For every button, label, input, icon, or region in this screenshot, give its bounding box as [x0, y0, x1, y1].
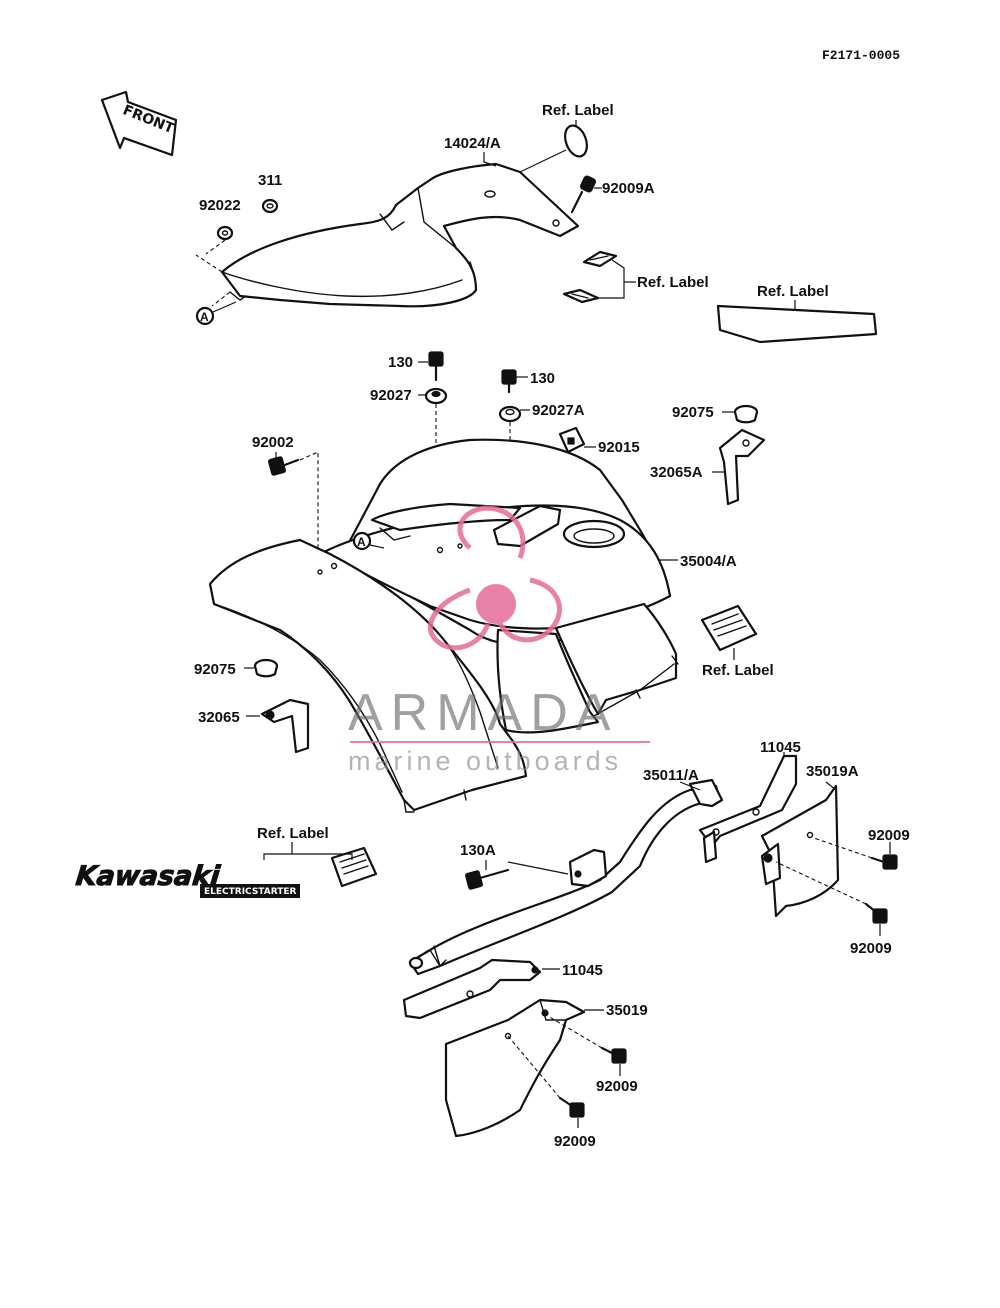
label-130-right: 130 — [530, 370, 555, 387]
label-130-left: 130 — [388, 354, 413, 371]
washer-92027-icon — [424, 387, 448, 405]
bracket-32065a-icon — [718, 428, 766, 506]
label-130a: 130A — [460, 842, 496, 859]
armada-watermark-logo: ARMADA marine outboards — [348, 505, 650, 776]
watermark-brand: ARMADA — [348, 684, 618, 742]
screw-92009a-icon — [570, 175, 597, 214]
label-35004a: 35004/A — [680, 553, 737, 570]
label-35011a: 35011/A — [643, 767, 699, 784]
label-35019: 35019 — [606, 1002, 648, 1019]
bolt-92009-right-lower-icon — [864, 902, 888, 924]
label-92002: 92002 — [252, 434, 294, 451]
label-ref-label-1: Ref. Label — [542, 102, 614, 119]
ref-label-card-right — [700, 604, 758, 652]
bolt-130-left-icon — [428, 351, 444, 382]
label-11045-lower: 11045 — [562, 962, 603, 979]
ref-label-long-strip — [716, 304, 878, 344]
bolt-92009-lower-upper-icon — [600, 1046, 627, 1064]
label-35019a: 35019A — [806, 763, 859, 780]
label-92075-left: 92075 — [194, 661, 236, 678]
label-92075-right: 92075 — [672, 404, 714, 421]
kawasaki-decal: Kawasaki ELECTRICSTARTER — [74, 846, 378, 898]
bar-center-bracket — [568, 848, 608, 888]
seat-cover-14024a — [195, 162, 580, 308]
kawasaki-decal-sub: ELECTRICSTARTER — [204, 887, 297, 897]
label-92009-right-lower: 92009 — [850, 940, 892, 957]
label-ref-label-3: Ref. Label — [757, 283, 829, 300]
svg-text:A: A — [357, 535, 366, 549]
label-ref-label-4: Ref. Label — [702, 662, 774, 679]
label-92022: 92022 — [199, 197, 241, 214]
bolt-92009-right-upper-icon — [870, 854, 898, 870]
label-92009-lower-upper: 92009 — [596, 1078, 638, 1095]
clip-92015-icon — [558, 426, 586, 454]
label-92027a: 92027A — [532, 402, 585, 419]
guard-35019a — [760, 784, 840, 918]
callout-a-top: A — [195, 306, 215, 326]
label-92027: 92027 — [370, 387, 412, 404]
nut-311-icon — [261, 198, 279, 214]
callout-a-fender: A — [352, 531, 372, 551]
front-arrow-icon: FRONT — [100, 90, 178, 157]
kawasaki-decal-text: Kawasaki — [74, 861, 222, 892]
watermark-tagline: marine outboards — [348, 746, 622, 776]
label-11045-upper: 11045 — [760, 739, 801, 756]
label-92015: 92015 — [598, 439, 640, 456]
drawing-code: F2171-0005 — [822, 48, 900, 63]
ref-label-oval — [564, 124, 588, 158]
washer-92022-icon — [216, 225, 234, 241]
bolt-130a-icon — [465, 868, 510, 890]
label-92009-lower-lower: 92009 — [554, 1133, 596, 1150]
bracket-32065-icon — [260, 698, 310, 754]
grommet-92075-right-icon — [733, 404, 759, 424]
label-14024a: 14024/A — [444, 135, 501, 152]
label-ref-label-2: Ref. Label — [637, 274, 709, 291]
washer-92027a-icon — [498, 405, 522, 423]
bolt-92002-icon — [268, 456, 300, 476]
label-311: 311 — [258, 172, 282, 189]
ref-label-strips — [562, 250, 618, 304]
grommet-92075-left-icon — [253, 658, 279, 678]
bracket-11045-upper — [698, 754, 798, 864]
propeller-icon — [428, 505, 562, 651]
label-ref-label-5: Ref. Label — [257, 825, 329, 842]
bracket-11045-lower — [402, 945, 542, 1020]
label-32065: 32065 — [198, 709, 240, 726]
bolt-130-right-icon — [501, 369, 517, 394]
label-32065a: 32065A — [650, 464, 703, 481]
bolt-92009-lower-lower-icon — [558, 1096, 585, 1118]
guard-35019 — [444, 998, 586, 1138]
label-92009a: 92009A — [602, 180, 655, 197]
svg-text:A: A — [200, 310, 209, 324]
label-92009-right-upper: 92009 — [868, 827, 910, 844]
footrest-bar-35011a — [408, 778, 724, 976]
